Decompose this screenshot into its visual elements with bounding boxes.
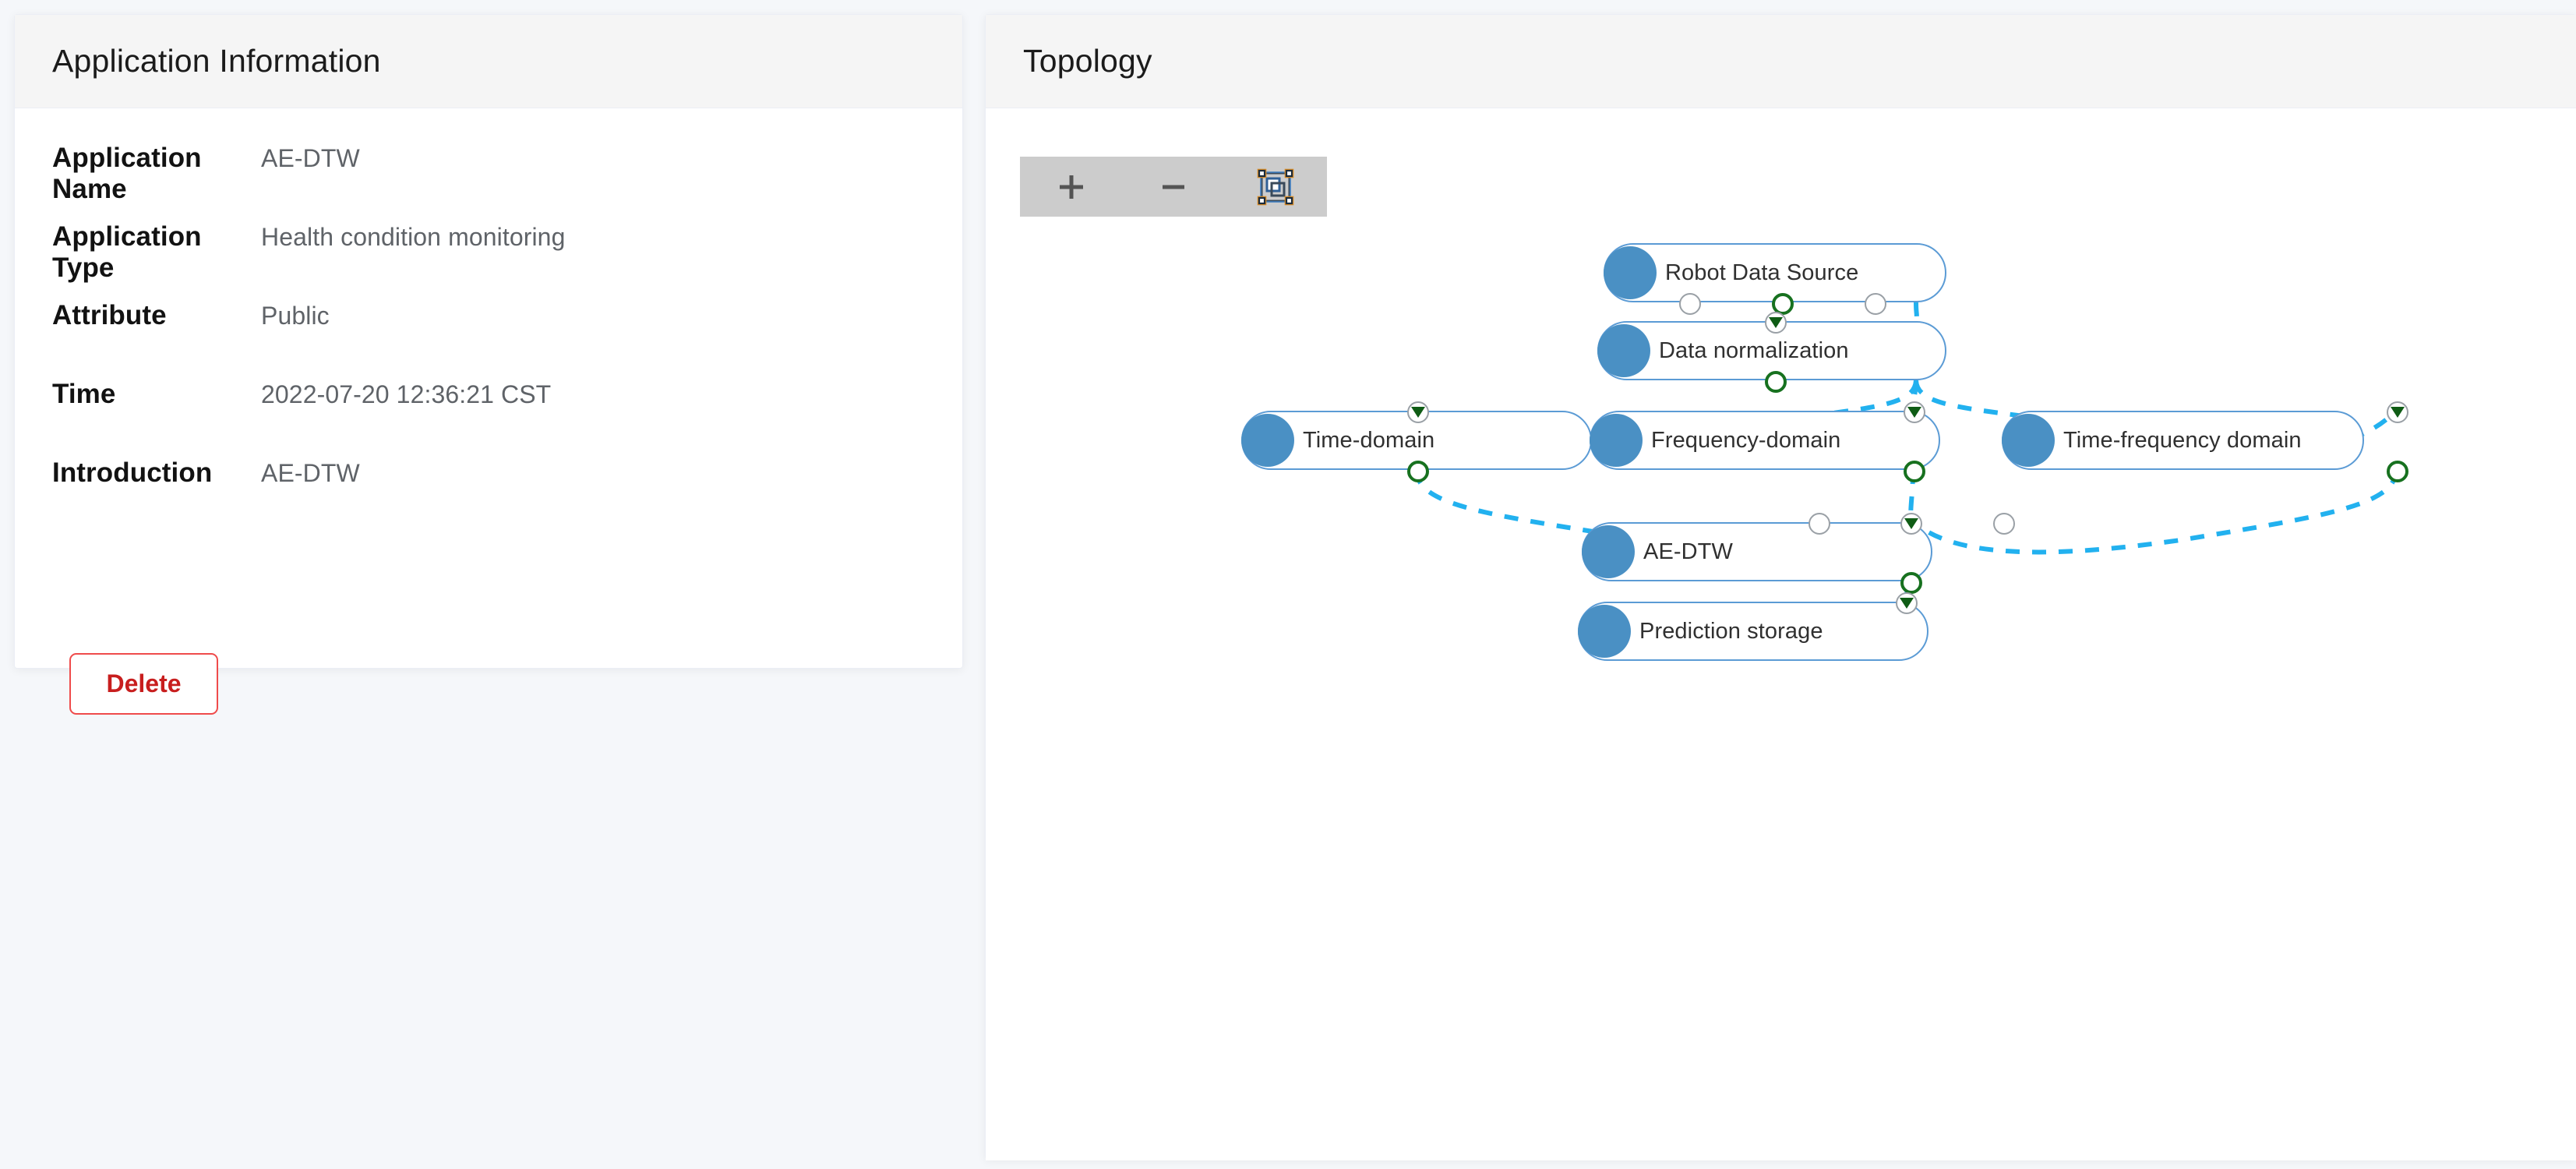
info-row-attribute: Attribute Public xyxy=(15,300,962,379)
port-inlet-center[interactable] xyxy=(1900,513,1922,535)
info-row-application-name: Application Name AE-DTW xyxy=(15,143,962,221)
node-label: Time-frequency domain xyxy=(2063,427,2302,453)
inlet-arrow-icon xyxy=(2391,406,2405,418)
info-label: Time xyxy=(52,379,116,409)
info-value: 2022-07-20 12:36:21 CST xyxy=(261,380,552,408)
port-outlet-left[interactable] xyxy=(1679,293,1701,315)
page-title: Application Information xyxy=(52,43,381,79)
info-label: Application Type xyxy=(52,221,202,283)
fit-to-screen-button[interactable] xyxy=(1224,157,1326,217)
node-label: Robot Data Source xyxy=(1665,260,1859,285)
application-information-card: Application Information Application Name… xyxy=(14,14,963,715)
info-row-introduction: Introduction AE-DTW xyxy=(15,457,962,536)
port-inlet-left[interactable] xyxy=(1808,513,1830,535)
port-outlet-right[interactable] xyxy=(1865,293,1886,315)
inlet-arrow-icon xyxy=(1904,517,1918,529)
application-information-header: Application Information xyxy=(15,15,962,108)
info-label: Introduction xyxy=(52,457,213,488)
info-row-application-type: Application Type Health condition monito… xyxy=(15,221,962,300)
topology-node-data-normalization[interactable]: Data normalization xyxy=(1597,312,1946,393)
node-icon xyxy=(1582,525,1635,578)
node-icon xyxy=(1590,414,1643,467)
port-outlet[interactable] xyxy=(2387,461,2408,482)
topology-node-time-frequency-domain[interactable]: Time-frequency domain xyxy=(2002,401,2408,482)
port-outlet[interactable] xyxy=(1765,371,1787,393)
info-label: Attribute xyxy=(52,300,167,330)
inlet-arrow-icon xyxy=(1907,406,1921,418)
node-label: Time-domain xyxy=(1303,427,1435,453)
topology-toolbar xyxy=(1020,157,1327,217)
fit-to-screen-icon xyxy=(1256,168,1295,207)
node-icon xyxy=(1578,605,1631,658)
node-icon xyxy=(1241,414,1294,467)
application-information-body: Application Name AE-DTW Application Type… xyxy=(15,108,962,715)
topology-node-ae-dtw[interactable]: AE-DTW xyxy=(1582,513,2015,594)
topology-title: Topology xyxy=(1023,43,1152,79)
node-icon xyxy=(1604,246,1657,299)
inlet-arrow-icon xyxy=(1769,316,1783,328)
application-info-list: Application Name AE-DTW Application Type… xyxy=(15,108,962,536)
zoom-in-button[interactable] xyxy=(1020,157,1122,217)
topology-node-frequency-domain[interactable]: Frequency-domain xyxy=(1590,401,1940,482)
port-outlet[interactable] xyxy=(1407,461,1429,482)
topology-node-prediction-storage[interactable]: Prediction storage xyxy=(1578,592,1928,661)
port-inlet[interactable] xyxy=(1896,592,1918,614)
port-inlet[interactable] xyxy=(1904,401,1925,423)
info-value: AE-DTW xyxy=(261,144,360,172)
node-icon xyxy=(2002,414,2055,467)
zoom-in-icon xyxy=(1054,170,1089,204)
port-inlet-right[interactable] xyxy=(1993,513,2015,535)
node-label: AE-DTW xyxy=(1643,539,1733,564)
info-value: AE-DTW xyxy=(261,459,360,487)
port-inlet[interactable] xyxy=(2387,401,2408,423)
port-outlet[interactable] xyxy=(1904,461,1925,482)
inlet-arrow-icon xyxy=(1411,406,1425,418)
topology-card: Topology xyxy=(985,14,2576,1160)
port-outlet-center[interactable] xyxy=(1772,293,1794,315)
port-outlet[interactable] xyxy=(1900,572,1922,594)
edge-robot-to-normalization xyxy=(1914,302,1919,322)
port-inlet[interactable] xyxy=(1765,312,1787,334)
topology-canvas[interactable]: Robot Data Source Data normalization Tim… xyxy=(986,109,2576,1160)
topology-node-time-domain[interactable]: Time-domain xyxy=(1241,401,1592,482)
inlet-arrow-icon xyxy=(1900,597,1914,609)
info-label: Application Name xyxy=(52,143,202,204)
topology-node-robot-data-source[interactable]: Robot Data Source xyxy=(1604,243,1946,315)
info-value: Public xyxy=(261,302,330,330)
zoom-out-icon xyxy=(1156,170,1191,204)
node-label: Data normalization xyxy=(1659,337,1849,363)
info-value: Health condition monitoring xyxy=(261,223,566,251)
node-label: Prediction storage xyxy=(1639,618,1823,644)
node-label: Frequency-domain xyxy=(1651,427,1841,453)
info-row-time: Time 2022-07-20 12:36:21 CST xyxy=(15,379,962,457)
node-icon xyxy=(1597,324,1650,377)
zoom-out-button[interactable] xyxy=(1122,157,1224,217)
port-inlet[interactable] xyxy=(1407,401,1429,423)
topology-header: Topology xyxy=(986,15,2576,108)
delete-button[interactable]: Delete xyxy=(69,653,218,715)
edge-time-frequency-domain-to-ae-dtw xyxy=(1912,469,2398,555)
